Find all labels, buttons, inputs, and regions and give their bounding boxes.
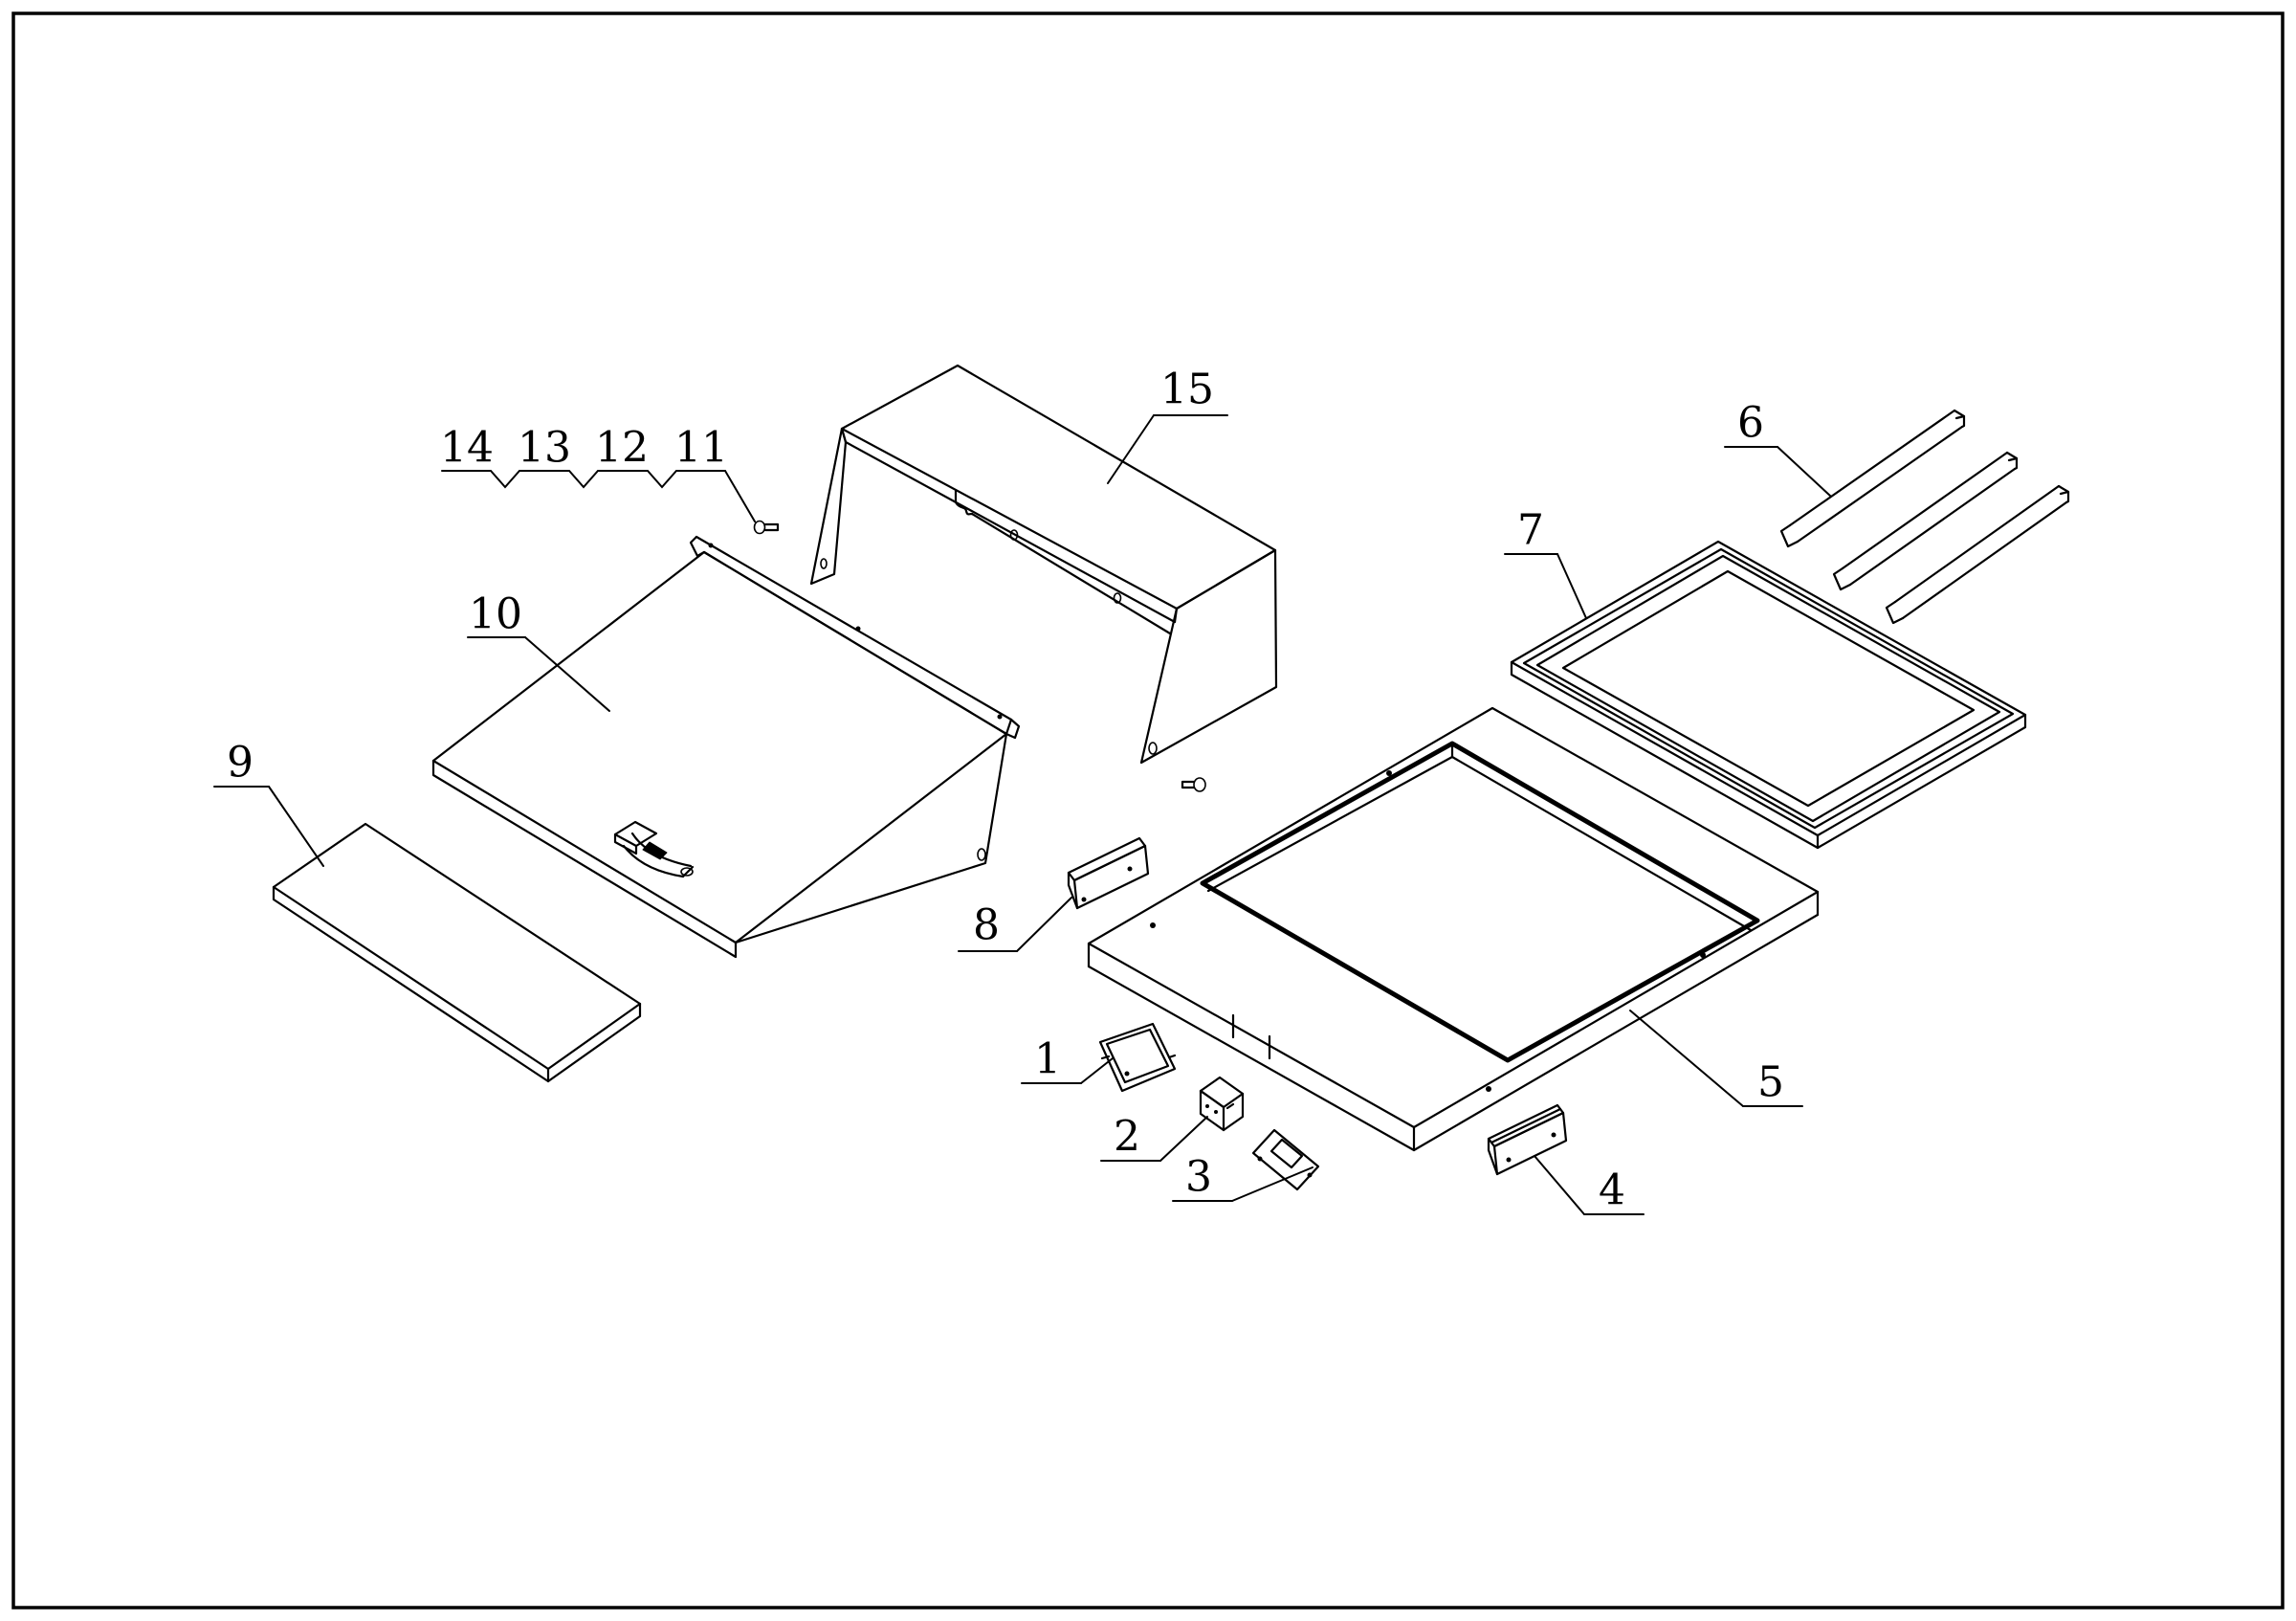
part-number-text: 4 (1599, 1166, 1625, 1215)
part-label-8: 8 (958, 897, 1072, 952)
callout-number-text: 14 (440, 424, 494, 473)
part-number-text: 1 (1034, 1035, 1061, 1084)
part-10-handle (613, 820, 695, 878)
part-3-slotted-plate (1251, 1128, 1320, 1191)
label-leader-line (524, 636, 610, 712)
part-number-text: 7 (1517, 506, 1544, 555)
callout-number-text: 11 (674, 424, 728, 473)
label-leader-line (1534, 1155, 1585, 1215)
part-number-text: 3 (1185, 1153, 1212, 1202)
part-1-cover-plate (1098, 1022, 1177, 1093)
part-label-7: 7 (1504, 506, 1587, 619)
label-leader-line (268, 786, 324, 867)
part-label-2: 2 (1100, 1113, 1208, 1162)
label-leader-line (1556, 553, 1587, 619)
part-number-text: 2 (1114, 1113, 1140, 1162)
part-label-6: 6 (1724, 399, 1831, 497)
part-15-cover-hood (809, 364, 1278, 765)
rail-2 (1832, 451, 2019, 591)
part-8-bracket (1067, 836, 1150, 910)
label-leader-line (1016, 897, 1072, 952)
callout-number-text: 13 (518, 424, 571, 473)
part-9-flat-panel (272, 822, 642, 1083)
part-number-text: 9 (227, 739, 254, 788)
screw-fastener-upper (753, 520, 780, 535)
screw-fastener-lower (1181, 777, 1206, 792)
part-label-9: 9 (213, 739, 324, 867)
part-label-4: 4 (1534, 1155, 1645, 1215)
part-label-15: 15 (1107, 366, 1228, 484)
drawing-border (11, 11, 2285, 1610)
part-5-base-frame (1087, 706, 1820, 1152)
rail-1 (1779, 409, 1966, 548)
label-leader-line (1080, 1057, 1114, 1084)
part-label-5: 5 (1629, 1010, 1803, 1107)
callout-14-13-12-11: 14 13 12 11 (440, 424, 756, 522)
part-number-text: 5 (1757, 1058, 1784, 1107)
part-label-1: 1 (1021, 1035, 1114, 1084)
label-leader-line (1159, 1116, 1208, 1162)
part-2-block (1199, 1076, 1245, 1132)
part-label-10: 10 (467, 590, 610, 712)
label-leader-line (1777, 446, 1831, 497)
label-leader-line (1231, 1166, 1314, 1202)
part-7-tray (1510, 540, 2027, 850)
part-number-text: 6 (1737, 399, 1764, 448)
label-leader-line (1107, 414, 1155, 484)
rail-3 (1885, 484, 2070, 625)
part-4-bracket (1487, 1103, 1568, 1176)
part-label-3: 3 (1172, 1153, 1314, 1202)
callout-zigzag-line (441, 470, 756, 522)
part-10-sloped-lid-box (431, 535, 1021, 959)
part-6-rails (1779, 409, 2070, 625)
label-leader-line (1629, 1010, 1744, 1107)
callout-number-text: 12 (595, 424, 649, 473)
part-number-text: 15 (1160, 366, 1214, 414)
part-number-text: 10 (469, 590, 522, 639)
part-number-text: 8 (973, 901, 1000, 950)
